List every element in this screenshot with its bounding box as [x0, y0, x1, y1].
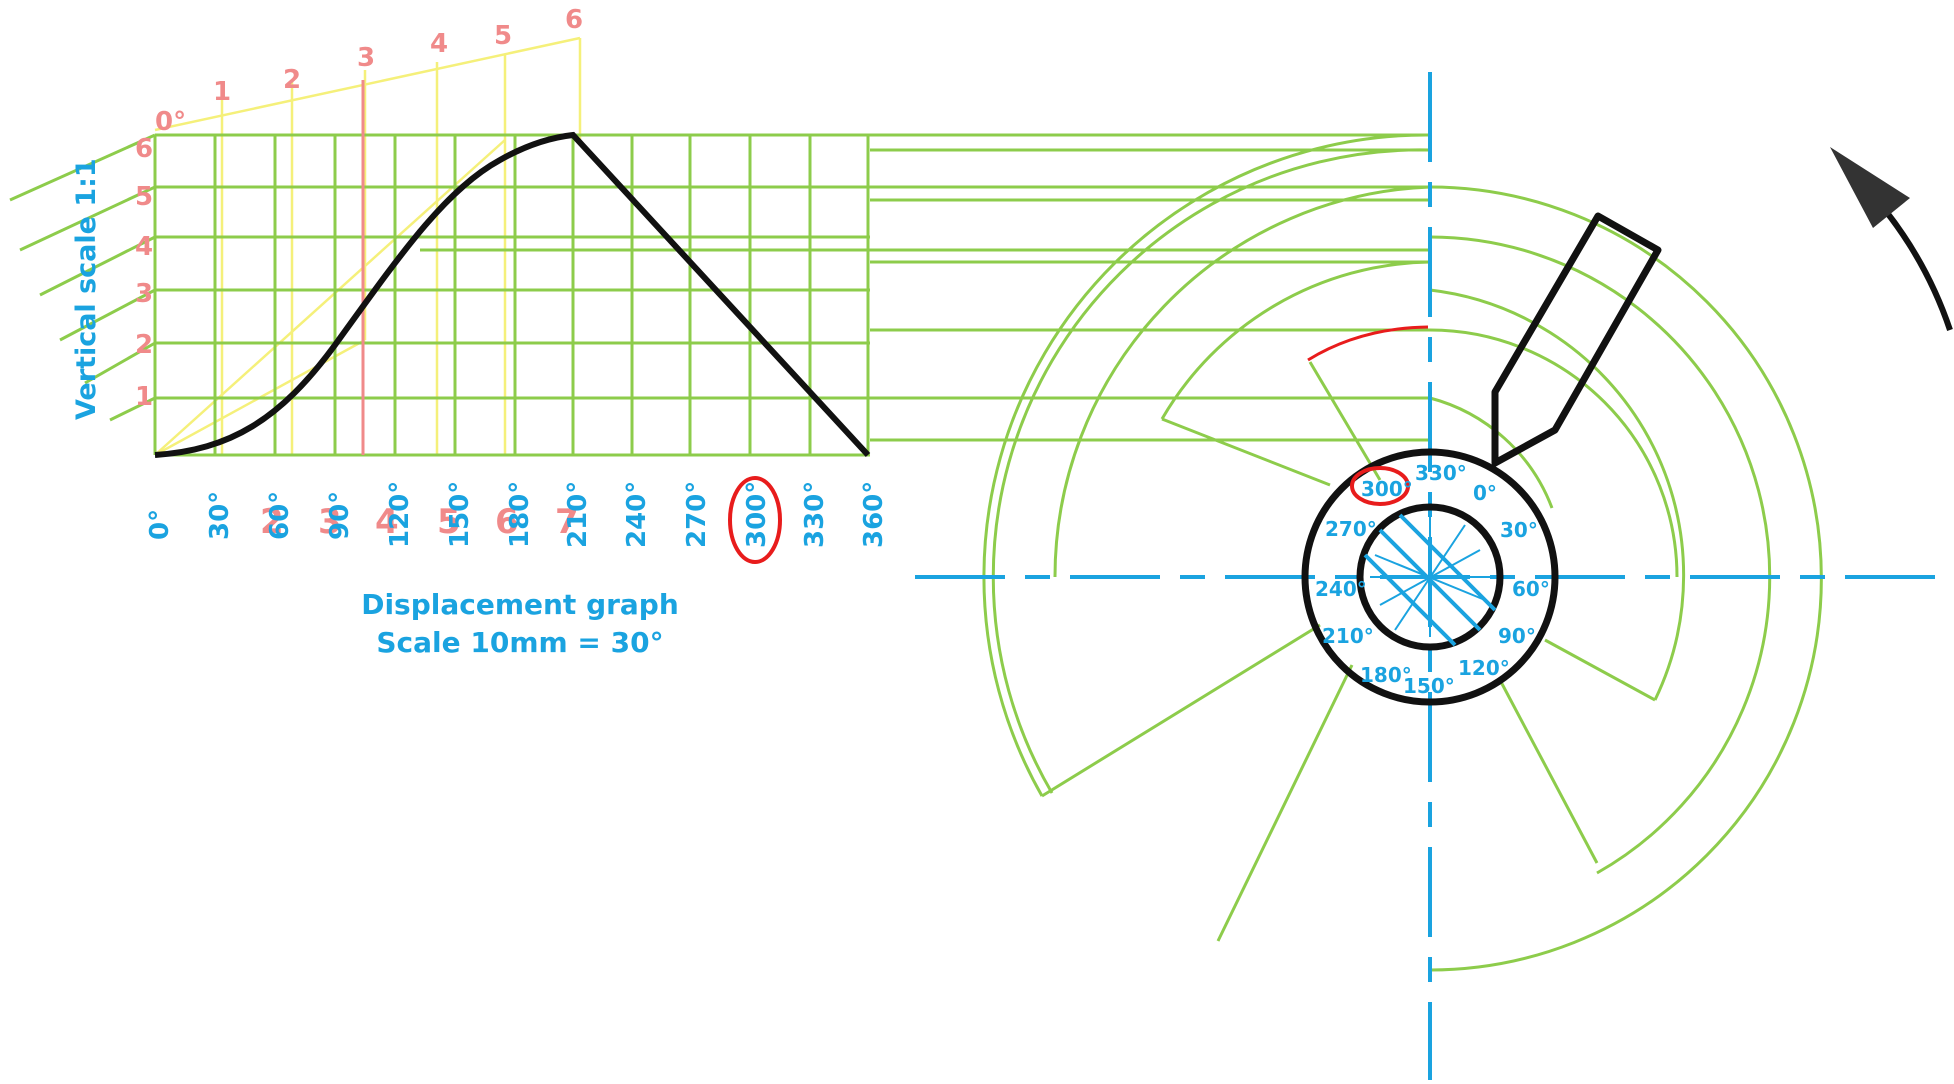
- graph-subtitle: Scale 10mm = 30°: [376, 626, 663, 659]
- under-label-7: 7: [555, 502, 579, 542]
- cam-highlight-circle: [1350, 466, 1410, 506]
- cam-label-330: 330°: [1415, 461, 1467, 485]
- y-axis-labels: 1 2 3 4 5 6: [135, 134, 153, 412]
- y-label-5: 5: [135, 182, 153, 212]
- vertical-scale-label: Vertical scale 1:1: [71, 158, 102, 420]
- cam-label-60: 60°: [1512, 577, 1550, 601]
- under-label-6: 6: [495, 502, 519, 542]
- x-axis-labels: 0° 30° 60° 90° 120° 150° 180° 210° 240° …: [145, 481, 889, 548]
- top-label-6: 6: [565, 5, 583, 35]
- cam-label-120: 120°: [1458, 656, 1510, 680]
- cam-label-90: 90°: [1498, 624, 1536, 648]
- cam-label-270: 270°: [1325, 517, 1377, 541]
- x-label-270: 270°: [682, 481, 712, 548]
- displacement-curve: [154, 131, 871, 458]
- y-label-2: 2: [135, 330, 153, 360]
- cam-label-150: 150°: [1403, 674, 1455, 698]
- under-label-2: 2: [260, 502, 284, 542]
- x-label-360: 360°: [859, 481, 889, 548]
- x-label-300: 300°: [742, 481, 772, 548]
- x-label-240: 240°: [622, 481, 652, 548]
- y-label-3: 3: [135, 279, 153, 309]
- top-point-labels: 0° 1 2 3 4 5 6: [155, 5, 583, 137]
- y-label-6: 6: [135, 134, 153, 164]
- y-label-1: 1: [135, 382, 153, 412]
- point-labels-under: 2 3 4 5 6 7: [260, 502, 579, 542]
- top-label-5: 5: [494, 21, 512, 51]
- under-label-4: 4: [375, 502, 399, 542]
- under-label-5: 5: [437, 502, 461, 542]
- x-axis-highlight-circle: [728, 476, 782, 564]
- x-label-90: 90°: [325, 491, 355, 540]
- x-label-30: 30°: [205, 491, 235, 540]
- x-label-0: 0°: [145, 509, 175, 540]
- cam-angle-labels: 330° 0° 30° 60° 90° 120° 150° 180° 210° …: [1315, 461, 1550, 698]
- follower: [1491, 212, 1662, 467]
- top-label-3: 3: [357, 43, 375, 73]
- cam-label-240: 240°: [1315, 577, 1367, 601]
- x-label-330: 330°: [800, 481, 830, 548]
- graph-title: Displacement graph: [361, 588, 679, 621]
- cam-label-210: 210°: [1322, 624, 1374, 648]
- x-label-150: 150°: [445, 481, 475, 548]
- camshaft-circle: [1356, 503, 1504, 651]
- x-label-60: 60°: [265, 491, 295, 540]
- cam-label-180: 180°: [1360, 663, 1412, 687]
- projection-lines: [154, 36, 582, 457]
- cam-label-0: 0°: [1473, 481, 1497, 505]
- cam-base-circle: [1301, 448, 1559, 706]
- top-label-1: 1: [213, 77, 231, 107]
- graph-grid: [9, 133, 1430, 457]
- under-label-3: 3: [318, 502, 342, 542]
- x-label-210: 210°: [563, 481, 593, 548]
- top-label-0: 0°: [155, 107, 186, 137]
- y-label-4: 4: [135, 232, 153, 262]
- cam-label-30: 30°: [1500, 518, 1538, 542]
- top-label-4: 4: [430, 29, 448, 59]
- x-label-120: 120°: [385, 481, 415, 548]
- top-label-2: 2: [283, 65, 301, 95]
- x-label-180: 180°: [505, 481, 535, 548]
- shaft-hatching: [1363, 513, 1497, 647]
- cam-label-300: 300°: [1361, 477, 1413, 501]
- highlight-arc: [1307, 325, 1429, 362]
- rotation-arrow: [1830, 147, 1953, 331]
